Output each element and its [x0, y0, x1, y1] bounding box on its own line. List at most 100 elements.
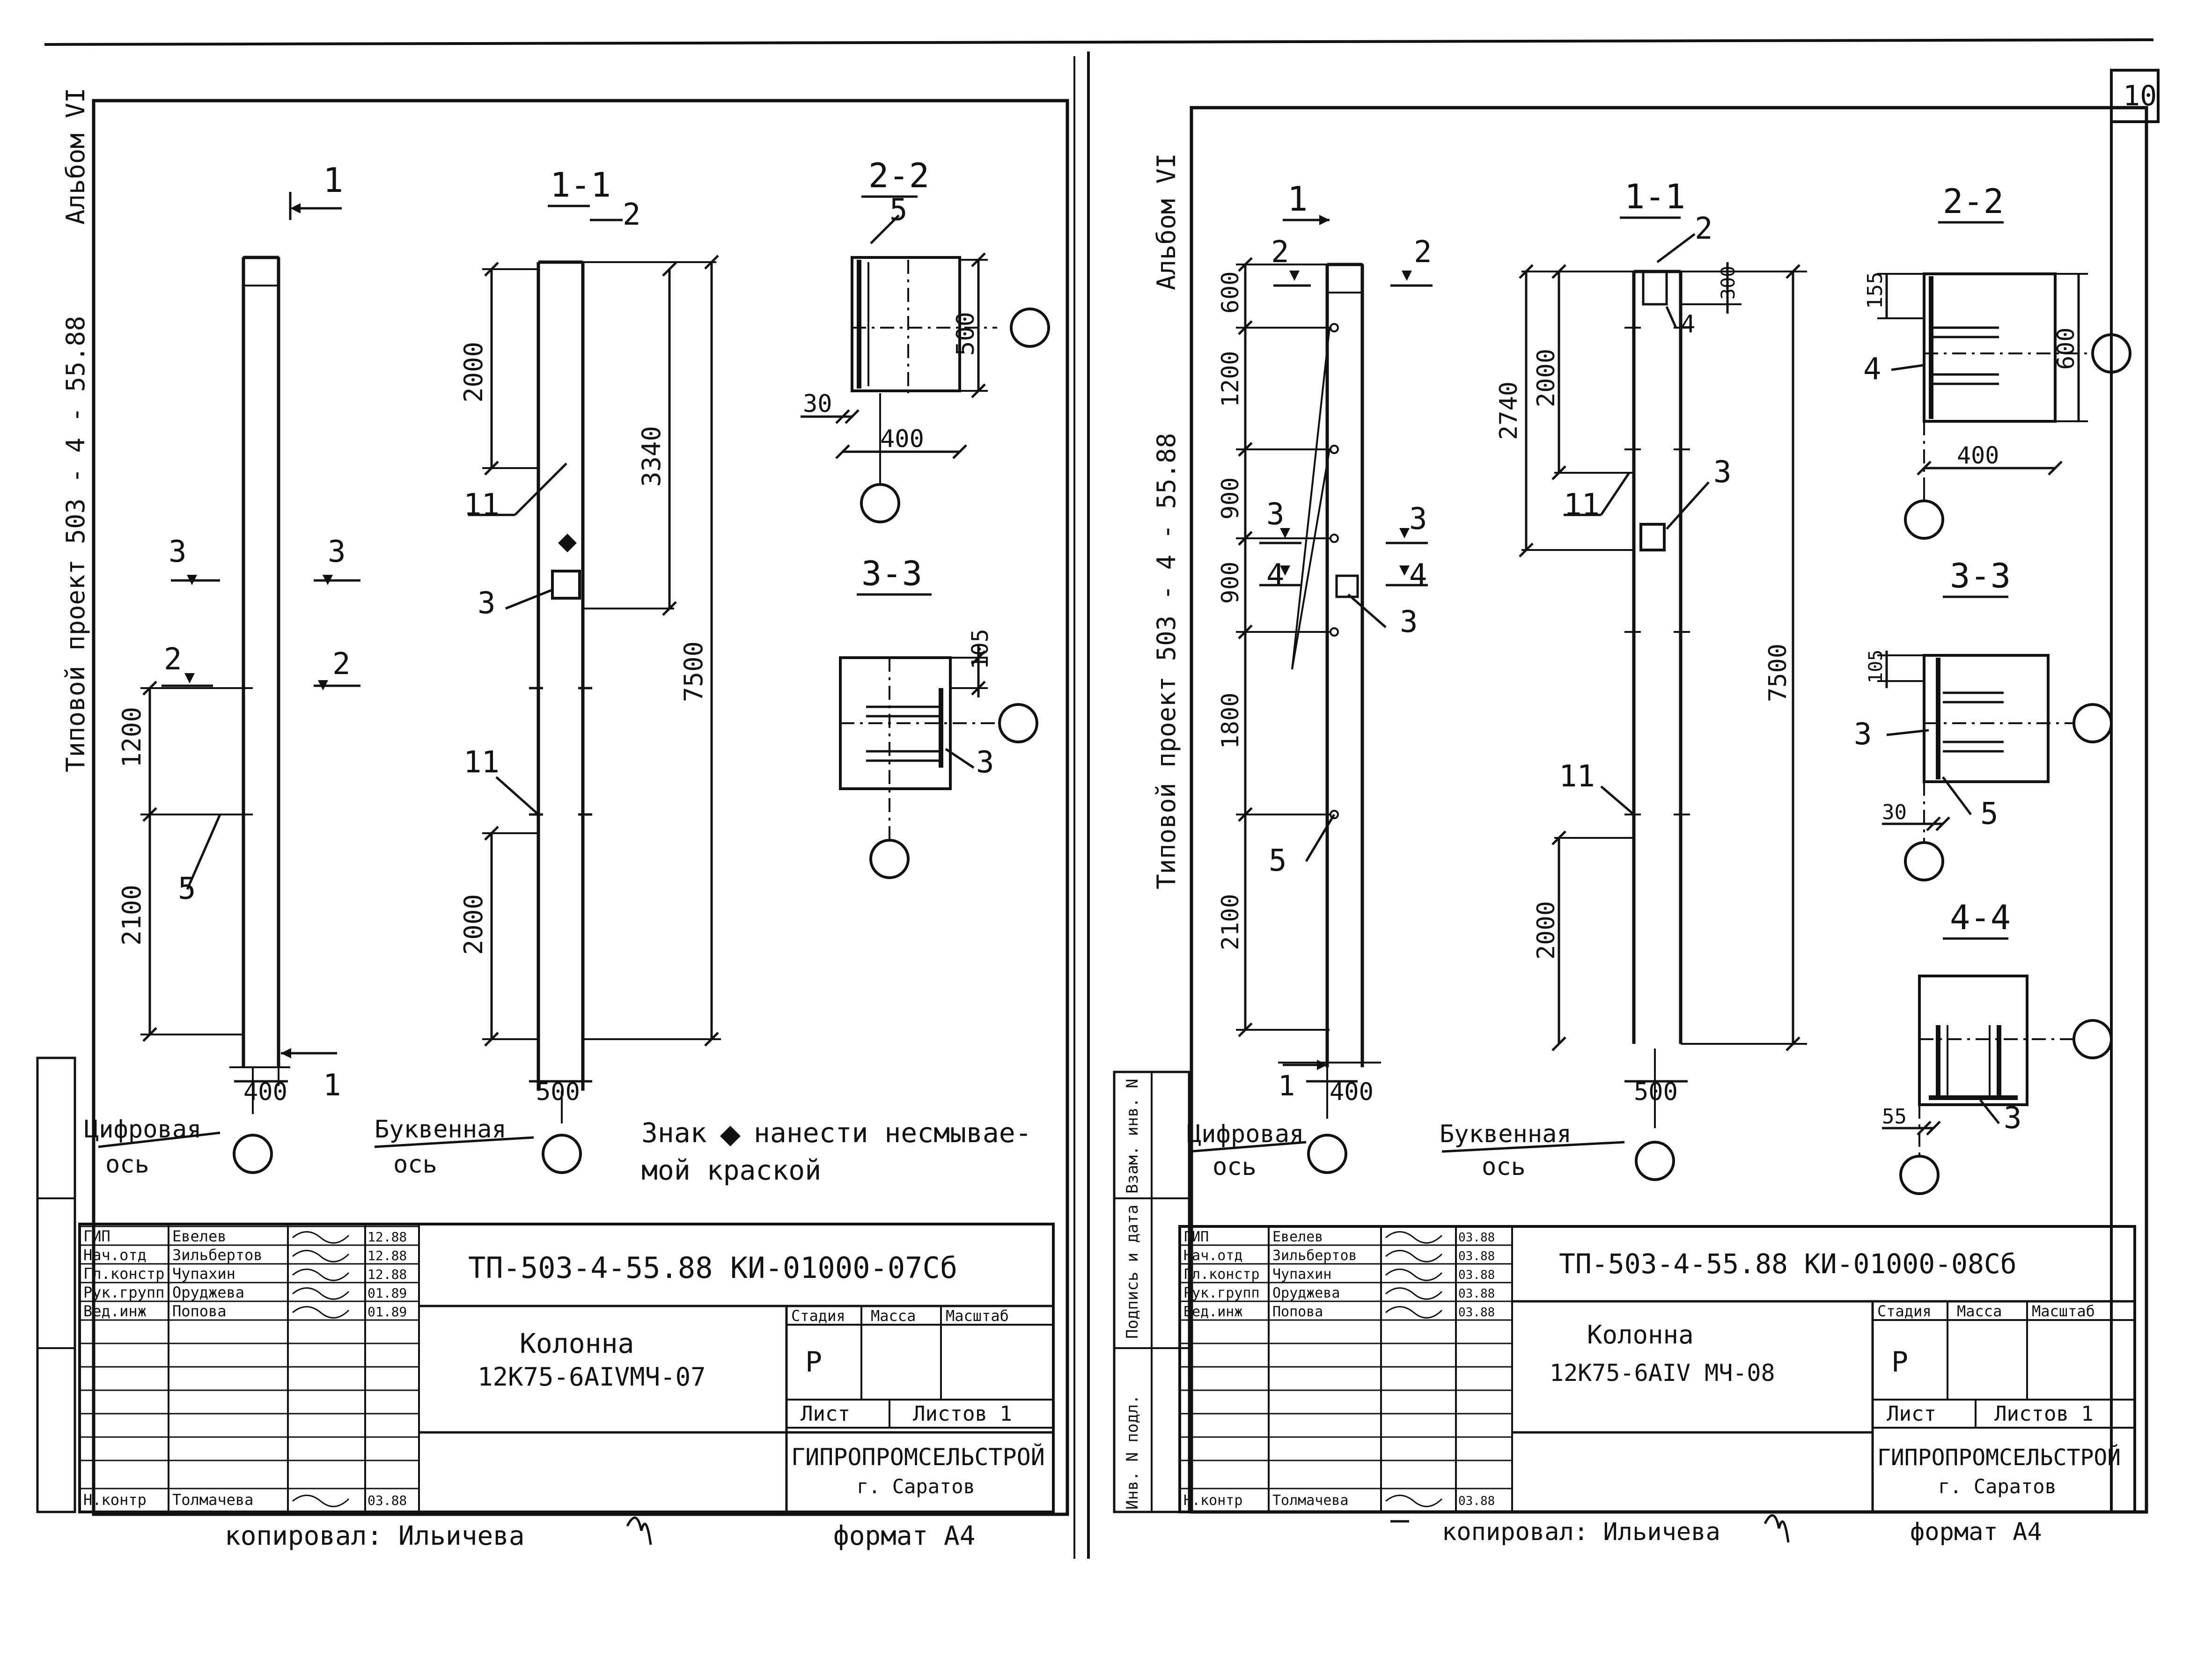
dim-tick: [484, 826, 499, 841]
tag-3: 3: [1854, 717, 1872, 752]
signature: [292, 1495, 350, 1507]
section-22-title: 2-2: [868, 156, 929, 195]
signature: [1385, 1306, 1443, 1319]
cut2-label: 2: [1414, 235, 1432, 270]
tag-4: 4: [1681, 310, 1695, 338]
dim-tick: [971, 383, 986, 398]
tb-header: Масштаб: [2032, 1302, 2095, 1320]
section-11-title: 1-1: [550, 165, 611, 205]
tag-5: 5: [1269, 844, 1287, 878]
leader: [186, 814, 221, 890]
dim-400: 400: [880, 425, 924, 453]
embedded-plate: [551, 570, 581, 600]
left-sheet-frame: [92, 99, 1069, 1516]
tag-11: 11: [1559, 759, 1595, 794]
diamond-mark-icon: [720, 1126, 741, 1146]
top-trim-line: [44, 38, 2154, 46]
digital-axis-bubble: [233, 1134, 273, 1174]
arrowhead: [1280, 565, 1290, 576]
leader: [374, 1136, 534, 1148]
tag-3: 3: [2004, 1101, 2022, 1136]
tb-date: 03.88: [1458, 1494, 1495, 1508]
dim-tick: [1551, 264, 1566, 279]
axis-bubble: [869, 839, 910, 879]
leader: [870, 214, 900, 244]
tag-3: 3: [478, 586, 496, 621]
lifting-loop: [1330, 534, 1339, 543]
tb-person: Чупахин: [1272, 1266, 1331, 1283]
diamond-mark-icon: [558, 534, 577, 552]
tag-4: 4: [1863, 352, 1881, 387]
dim-tick: [971, 650, 986, 665]
dim-1200: 1200: [117, 707, 147, 768]
arrowhead: [1399, 528, 1410, 538]
dim-tick: [142, 1027, 157, 1042]
dim-tick: [662, 262, 677, 277]
leader: [98, 1131, 220, 1148]
tb-person: Евелев: [172, 1227, 227, 1245]
tb-header: Масштаб: [946, 1307, 1009, 1325]
dim-tick: [1238, 442, 1253, 457]
dim-2740: 2740: [1495, 381, 1523, 440]
arrowhead: [187, 575, 197, 585]
signature: [292, 1250, 350, 1262]
tb-date: 03.88: [1458, 1249, 1495, 1263]
cut4-label: 4: [1409, 558, 1427, 593]
axis-bubble: [2072, 703, 2113, 743]
leader: [1979, 1099, 2000, 1124]
tb-sheets: Листов 1: [913, 1402, 1012, 1426]
cut3-label: 3: [169, 535, 187, 569]
axis-letter-label: Буквенная: [1440, 1120, 1572, 1148]
dim-tick: [1917, 1121, 1932, 1136]
tb-role: Рук.групп: [1183, 1285, 1260, 1301]
dim-7500: 7500: [679, 641, 708, 702]
tb-person: Попова: [172, 1302, 227, 1320]
dim-tick: [704, 1032, 719, 1047]
leader: [514, 462, 567, 516]
tb-person: Оруджева: [1272, 1285, 1340, 1301]
arrowhead: [1399, 565, 1410, 576]
tag-3: 3: [976, 745, 994, 780]
drawing-name: Колонна: [1587, 1320, 1694, 1350]
top-plate: [1642, 270, 1668, 306]
dim-tick: [1238, 531, 1253, 546]
axis-letter-label: ось: [1482, 1153, 1526, 1181]
dim-400: 400: [1330, 1078, 1374, 1106]
tb-date: 12.88: [367, 1229, 407, 1245]
tb-role: ГИП: [83, 1227, 110, 1245]
doc-code: ТП-503-4-55.88 КИ-01000-08Сб: [1559, 1248, 2017, 1280]
arrowhead: [318, 680, 328, 690]
tb-sheets: Листов 1: [1994, 1402, 2094, 1426]
tb-date: 01.89: [367, 1285, 407, 1301]
stage-value: Р: [805, 1346, 822, 1379]
dim-900: 900: [1217, 562, 1244, 604]
signature: [292, 1269, 350, 1281]
signature: [1385, 1250, 1443, 1262]
dim-tick: [1238, 624, 1253, 639]
arrowhead: [1319, 215, 1330, 225]
arrowhead: [281, 1048, 291, 1058]
project-label: Типовой проект 503 - 4 - 55.88: [61, 316, 90, 772]
axis-bubble: [2091, 333, 2131, 374]
section-11-title: 1-1: [1624, 177, 1685, 216]
dim-30: 30: [1882, 800, 1907, 824]
sign-date-label: Подпись и дата: [1123, 1204, 1142, 1339]
arrowhead: [1402, 271, 1412, 281]
tb-role: Вед.инж: [83, 1302, 147, 1320]
tb-date: 12.88: [367, 1248, 407, 1263]
letter-axis-bubble: [542, 1134, 582, 1174]
signature: [292, 1287, 350, 1300]
axis-bubble: [2072, 1019, 2113, 1059]
tb-person: Попова: [1272, 1304, 1323, 1320]
section-33-title: 3-3: [861, 554, 922, 593]
section-22-title: 2-2: [1943, 182, 2004, 221]
dim-tick: [835, 409, 850, 424]
tag-3: 3: [1400, 605, 1418, 639]
dim-155: 155: [1863, 272, 1887, 309]
dim-400: 400: [243, 1078, 287, 1106]
leader: [1666, 481, 1710, 530]
arrowhead: [1280, 528, 1290, 538]
signature: [1385, 1495, 1443, 1507]
cut-label-1: 1: [323, 1068, 341, 1103]
signature: [292, 1231, 350, 1244]
